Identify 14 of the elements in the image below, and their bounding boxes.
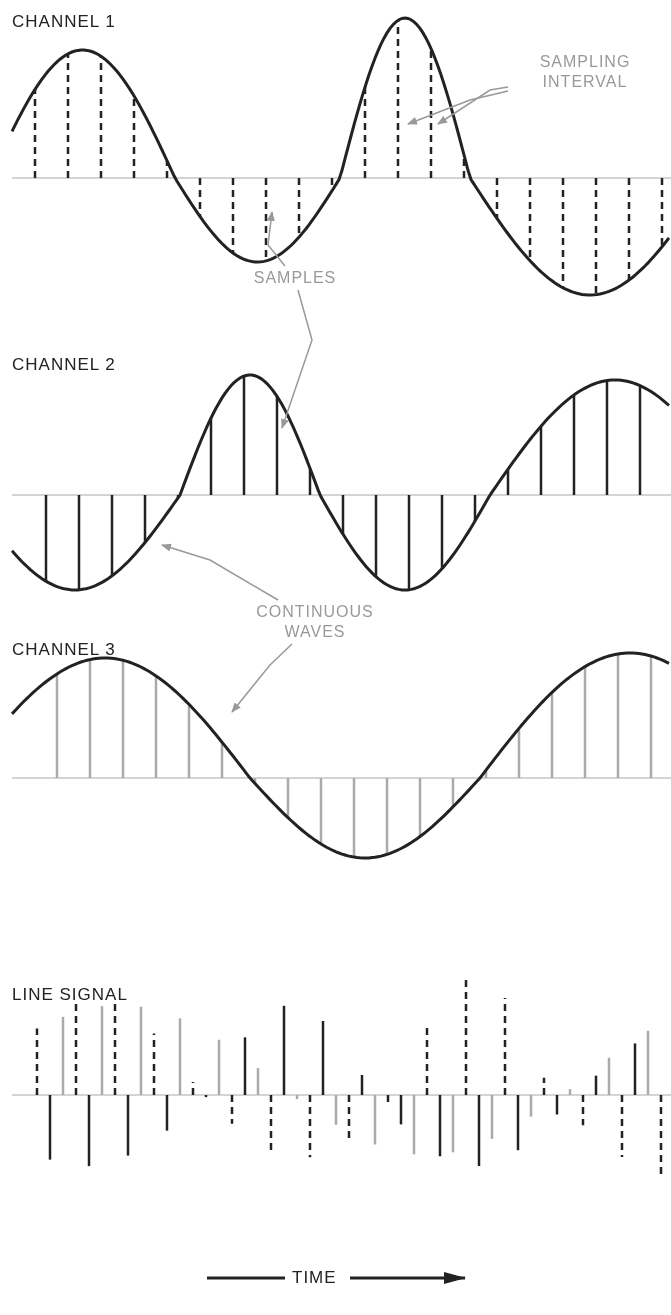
leader-line xyxy=(161,543,279,601)
leader-line xyxy=(437,86,509,125)
waveform-label: CHANNEL 1 xyxy=(12,12,116,32)
callout-text: CONTINUOUS WAVES xyxy=(250,602,380,642)
callout-text: SAMPLES xyxy=(240,268,350,288)
leader-line xyxy=(231,643,293,713)
callout-text: SAMPLING INTERVAL xyxy=(510,52,660,92)
leader-line xyxy=(281,289,313,429)
waveform-label: CHANNEL 3 xyxy=(12,640,116,660)
axis-label: TIME xyxy=(292,1268,337,1288)
leader-line xyxy=(266,211,286,267)
waveform-label: CHANNEL 2 xyxy=(12,355,116,375)
leader-line xyxy=(407,90,509,125)
waveform-label: LINE SIGNAL xyxy=(12,985,128,1005)
